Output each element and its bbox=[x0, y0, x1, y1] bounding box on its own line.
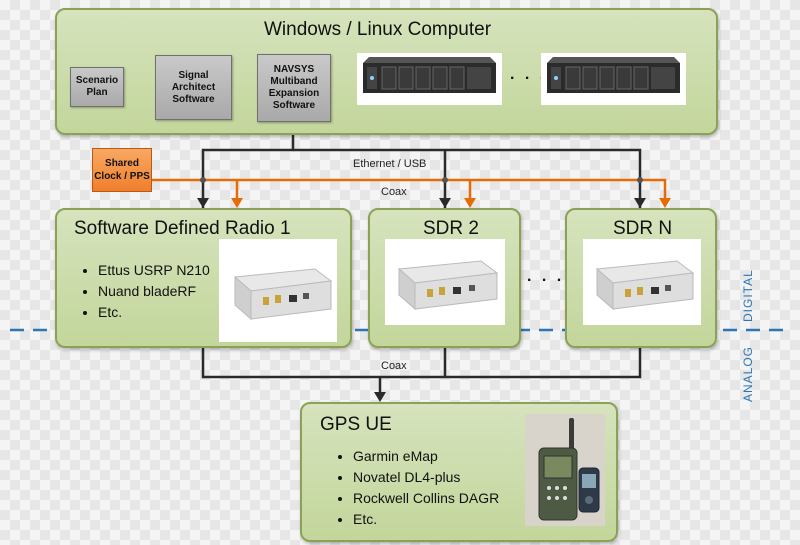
navsys-line2: Multiband bbox=[270, 76, 318, 87]
junction-dot-1 bbox=[200, 177, 206, 183]
sdr-ellipsis: . . . bbox=[527, 268, 565, 285]
coax-top-label: Coax bbox=[381, 186, 407, 198]
gps-receiver-image bbox=[525, 414, 605, 526]
coax-arrow-gps bbox=[374, 392, 386, 402]
clock-bus bbox=[150, 178, 667, 200]
gps-ue-item: Etc. bbox=[353, 511, 499, 527]
ethernet-label: Ethernet / USB bbox=[353, 158, 427, 170]
sdr1-item: Nuand bladeRF bbox=[98, 283, 210, 299]
clock-arrow-sdrn bbox=[659, 198, 671, 208]
coax-bus bbox=[201, 347, 642, 398]
server-image-2 bbox=[541, 53, 686, 105]
clock-line1: Shared bbox=[105, 158, 139, 169]
gps-ue-item: Novatel DL4-plus bbox=[353, 469, 499, 485]
gps-ue-list: Garmin eMap Novatel DL4-plus Rockwell Co… bbox=[335, 448, 499, 532]
navsys-line1: NAVSYS bbox=[273, 64, 315, 75]
server-ellipsis: . . . bbox=[510, 66, 548, 83]
ethernet-arrow-sdr1 bbox=[197, 198, 209, 208]
navsys-line3: Expansion bbox=[268, 88, 320, 99]
junction-dot-3 bbox=[637, 177, 643, 183]
sdr1-item: Etc. bbox=[98, 304, 210, 320]
sdr2-title: SDR 2 bbox=[423, 218, 479, 239]
clock-arrow-sdr1 bbox=[231, 198, 243, 208]
sdrn-device-image bbox=[583, 239, 701, 325]
signal-line2: Architect bbox=[171, 81, 216, 93]
scenario-line2: Plan bbox=[86, 87, 108, 98]
navsys-line4: Software bbox=[272, 100, 316, 111]
gps-ue-item: Rockwell Collins DAGR bbox=[353, 490, 499, 506]
signal-line1: Signal bbox=[178, 69, 209, 81]
computer-title: Windows / Linux Computer bbox=[264, 19, 492, 40]
sdr2-device-image bbox=[385, 239, 505, 325]
digital-label: DIGITAL bbox=[741, 269, 755, 322]
sdr1-device-image bbox=[219, 239, 337, 342]
server-image-1 bbox=[357, 53, 502, 105]
ethernet-arrow-sdrn bbox=[634, 198, 646, 208]
clock-arrow-sdr2 bbox=[464, 198, 476, 208]
gps-ue-title: GPS UE bbox=[320, 414, 392, 435]
sdr1-item: Ettus USRP N210 bbox=[98, 262, 210, 278]
scenario-line1: Scenario bbox=[75, 75, 119, 86]
coax-bottom-label: Coax bbox=[381, 360, 407, 372]
gps-ue-item: Garmin eMap bbox=[353, 448, 499, 464]
signal-line3: Software bbox=[172, 93, 215, 105]
ethernet-arrow-sdr2 bbox=[439, 198, 451, 208]
analog-label: ANALOG bbox=[741, 345, 755, 402]
junction-dot-2 bbox=[442, 177, 448, 183]
sdrn-title: SDR N bbox=[613, 218, 673, 239]
sdr1-title: Software Defined Radio 1 bbox=[74, 218, 291, 239]
sdr1-list: Ettus USRP N210 Nuand bladeRF Etc. bbox=[80, 262, 210, 325]
clock-line2: Clock / PPS bbox=[94, 171, 150, 182]
